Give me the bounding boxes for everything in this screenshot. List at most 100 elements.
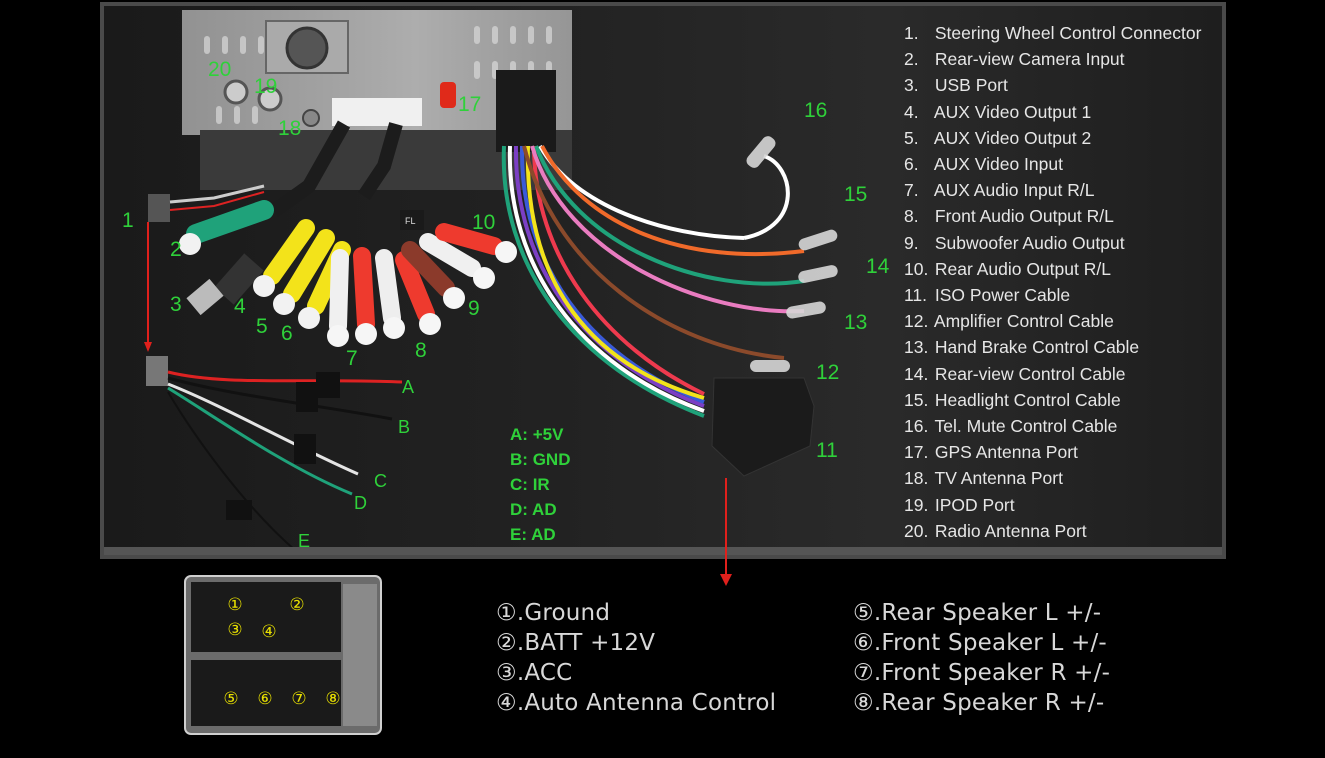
callout-19: 19 — [254, 75, 278, 98]
pin-legend-item: ⑥.Front Speaker L +/- — [853, 630, 1107, 656]
component-label: Tel. Mute Control Cable — [934, 416, 1118, 437]
component-item: 9. Subwoofer Audio Output — [904, 230, 1222, 256]
callout-17: 17 — [458, 93, 482, 116]
iso-pin-8: ⑧ — [325, 689, 340, 709]
component-label: Hand Brake Control Cable — [934, 337, 1140, 358]
component-label: IPOD Port — [934, 494, 1015, 515]
callout-13: 13 — [844, 311, 868, 334]
wiring-photo: FL — [144, 10, 838, 552]
component-number: 2. — [904, 49, 919, 70]
iso-pin-1: ① — [227, 595, 242, 615]
component-number: 15. — [904, 389, 929, 410]
wire-legend-value: AD — [531, 525, 556, 544]
component-item: 19. IPOD Port — [904, 492, 1222, 518]
wire-legend-value: GND — [532, 450, 571, 469]
component-item: 15. Headlight Control Cable — [904, 387, 1222, 413]
callout-E: E — [298, 531, 311, 551]
component-number: 1. — [904, 23, 919, 43]
component-number: 14. — [904, 363, 929, 384]
callout-20: 20 — [208, 58, 232, 81]
gps-antenna-port — [440, 82, 456, 108]
component-item: 11. ISO Power Cable — [904, 282, 1222, 308]
radio-antenna-port — [223, 79, 249, 105]
wire-legend-key: B: — [510, 450, 528, 469]
component-number: 9. — [904, 232, 919, 253]
component-label: Steering Wheel Control Connector — [934, 23, 1202, 43]
arrow-11 — [720, 478, 732, 586]
component-number: 16. — [904, 416, 929, 437]
component-label: Subwoofer Audio Output — [934, 232, 1125, 253]
component-label: Rear-view Camera Input — [934, 49, 1125, 70]
component-item: 10. Rear Audio Output R/L — [904, 256, 1222, 282]
iso-pin-3: ③ — [227, 620, 242, 640]
component-item: 18. TV Antenna Port — [904, 465, 1222, 491]
iso-pin-2: ② — [289, 595, 304, 615]
component-label: ISO Power Cable — [934, 285, 1071, 306]
component-number: 19. — [904, 494, 929, 515]
pin-legend-right: ⑤.Rear Speaker L +/- ⑥.Front Speaker L +/… — [853, 598, 1110, 718]
callout-4: 4 — [234, 295, 246, 318]
callout-14: 14 — [866, 255, 890, 278]
component-label: Amplifier Control Cable — [933, 311, 1114, 332]
component-number: 18. — [904, 468, 929, 489]
callout-2: 2 — [170, 238, 182, 261]
iso-power-plug — [711, 377, 815, 477]
usb-plug — [186, 253, 264, 316]
arrow-1 — [144, 222, 152, 352]
component-label: AUX Video Output 2 — [933, 127, 1092, 148]
component-number: 13. — [904, 337, 929, 358]
pin-legend-item: ②.BATT +12V — [496, 630, 656, 656]
av-socket-2 — [372, 98, 422, 126]
callout-7: 7 — [346, 347, 358, 370]
fl-tag — [400, 210, 424, 230]
steering-sub-harness — [146, 356, 403, 552]
pin-legend-item: ⑦.Front Speaker R +/- — [853, 660, 1111, 686]
component-item: 4. AUX Video Output 1 — [904, 99, 1222, 125]
component-list: 1. Steering Wheel Control Connector 2. Re… — [904, 20, 1222, 544]
component-item: 7. AUX Audio Input R/L — [904, 177, 1222, 203]
cooling-fan — [265, 20, 349, 74]
tv-antenna-port — [302, 109, 320, 127]
component-item: 5. AUX Video Output 2 — [904, 125, 1222, 151]
wire-legend-value: IR — [532, 475, 550, 494]
wire-legend-key: E: — [510, 525, 527, 544]
component-item: 14. Rear-view Control Cable — [904, 361, 1222, 387]
component-number: 10. — [904, 258, 929, 279]
callout-6: 6 — [281, 322, 293, 345]
wire-legend-item: B: GND — [510, 447, 570, 472]
component-item: 6. AUX Video Input — [904, 151, 1222, 177]
iso-pin-7: ⑦ — [291, 689, 306, 709]
pin-legend-item: ⑤.Rear Speaker L +/- — [853, 600, 1102, 626]
component-number: 5. — [904, 127, 919, 148]
component-number: 17. — [904, 442, 929, 463]
component-number: 8. — [904, 206, 919, 227]
component-number: 4. — [904, 101, 919, 122]
callout-15: 15 — [844, 183, 868, 206]
callout-11: 11 — [816, 439, 838, 462]
component-item: 2. Rear-view Camera Input — [904, 46, 1222, 72]
callout-A: A — [402, 377, 415, 397]
component-label: Rear Audio Output R/L — [934, 258, 1111, 279]
component-item: 16. Tel. Mute Control Cable — [904, 413, 1222, 439]
callout-C: C — [374, 471, 387, 491]
component-label: AUX Video Output 1 — [933, 101, 1092, 122]
iso-pin-6: ⑥ — [257, 689, 272, 709]
wire-legend-value: AD — [532, 500, 557, 519]
wire-legend-item: C: IR — [510, 472, 570, 497]
wire-legend-key: C: — [510, 475, 528, 494]
callout-5: 5 — [256, 315, 268, 338]
callout-B: B — [398, 417, 411, 437]
component-label: Headlight Control Cable — [934, 389, 1121, 410]
iso-pin-5: ⑤ — [223, 689, 238, 709]
pin-legend-item: ⑧.Rear Speaker R +/- — [853, 690, 1105, 716]
component-label: GPS Antenna Port — [934, 442, 1078, 463]
wire-tips — [746, 136, 838, 372]
callout-1: 1 — [122, 209, 134, 232]
component-number: 12. — [904, 311, 929, 332]
main-harness-plug — [496, 70, 556, 152]
callout-12: 12 — [816, 361, 840, 384]
harness-wires — [501, 145, 805, 418]
